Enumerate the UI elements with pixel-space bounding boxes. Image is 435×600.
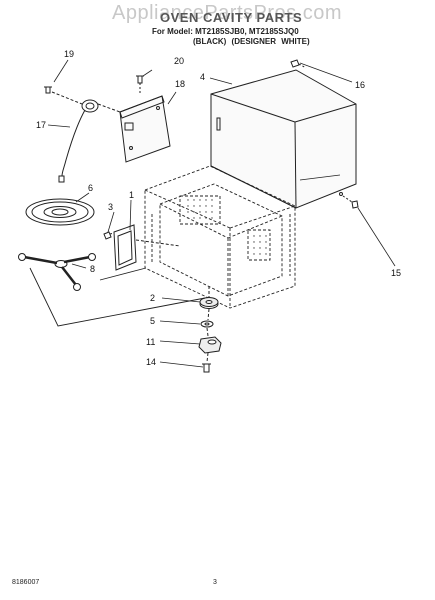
- cabinet-wrapper: [210, 69, 357, 209]
- footer-part-code: 8186007: [12, 579, 40, 586]
- callout-18: 18: [175, 79, 185, 89]
- callout-3: 3: [108, 202, 113, 212]
- screw-part15: [342, 195, 359, 209]
- callout-20: 20: [174, 56, 184, 66]
- color-line: (BLACK) (DESIGNER WHITE): [193, 37, 310, 46]
- placement-lines: [29, 267, 206, 327]
- callout-4: 4: [200, 72, 205, 82]
- screw-part16: [290, 59, 307, 69]
- callout-16: 16: [355, 80, 365, 90]
- page-title: OVEN CAVITY PARTS: [160, 10, 303, 25]
- cavity-vent-dots: [187, 199, 267, 255]
- callout-8: 8: [90, 264, 95, 274]
- washer-part5: [200, 320, 214, 328]
- watermark-text: AppliancePartsPros.com: [112, 2, 342, 24]
- roller-support-part8: [18, 253, 96, 291]
- callout-5: 5: [150, 316, 155, 326]
- screw-part19: [44, 86, 83, 105]
- waveguide-cover-part1: [113, 224, 181, 271]
- callout-19: 19: [64, 49, 74, 59]
- callout-14: 14: [146, 357, 156, 367]
- footer-page-number: 3: [213, 579, 217, 586]
- callout-labels: 19 20 18 4 16 17 6 1 3 8 2 5 11 14 15: [36, 49, 401, 367]
- callout-15: 15: [391, 268, 401, 278]
- turntable-coupler-part2: [199, 297, 219, 309]
- callout-11: 11: [146, 337, 155, 347]
- screw-part20: [136, 75, 144, 94]
- callout-2: 2: [150, 293, 155, 303]
- turntable-tray-part6: [25, 198, 95, 226]
- callout-17: 17: [36, 120, 46, 130]
- screw-part3: [103, 230, 123, 240]
- cover-plate-part18: [119, 95, 171, 163]
- callout-6: 6: [88, 183, 93, 193]
- screw-part14: [202, 363, 211, 373]
- model-line: For Model: MT2185SJB0, MT2185SJQ0: [152, 27, 299, 36]
- callout-1: 1: [129, 190, 134, 200]
- leader-lines: [47, 59, 396, 368]
- lamp-socket-part17: [58, 99, 121, 183]
- turntable-motor-part11: [198, 336, 222, 354]
